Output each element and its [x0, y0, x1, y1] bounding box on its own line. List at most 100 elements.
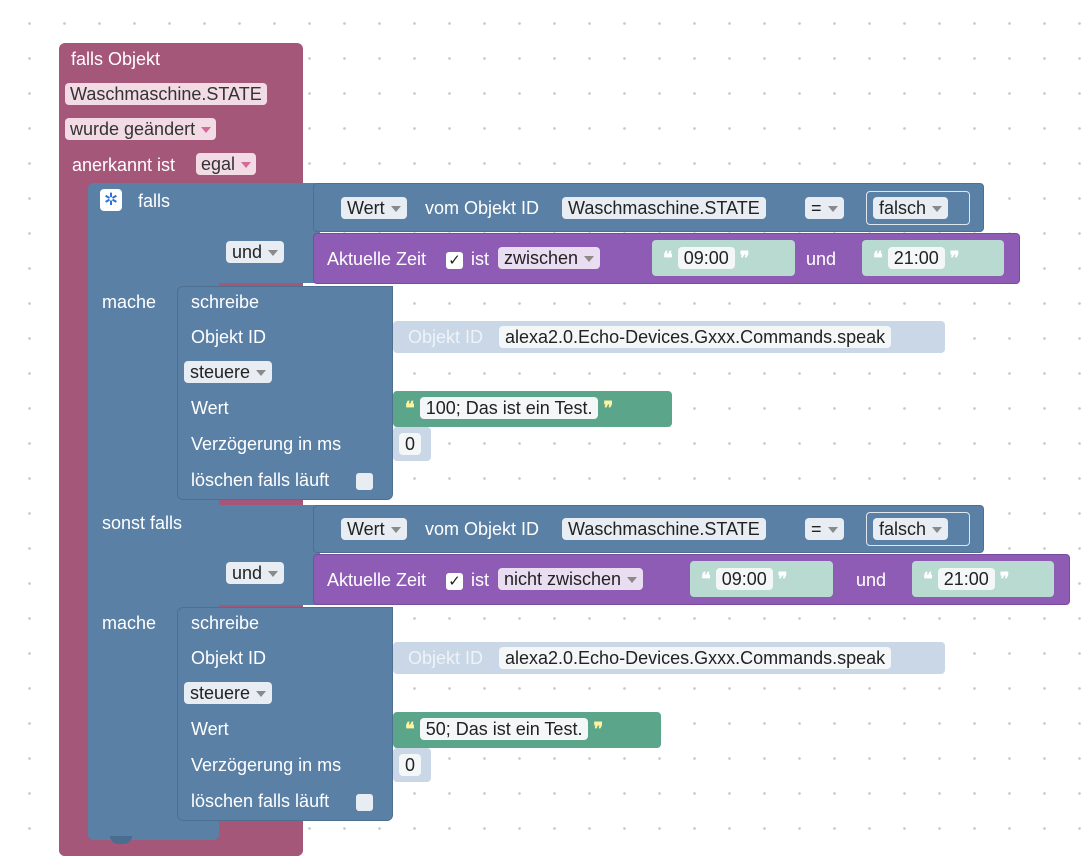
- time-mode-1: zwischen: [504, 248, 579, 268]
- write-title-1: schreibe: [191, 292, 260, 312]
- quote-close-icon: ❞: [739, 248, 750, 268]
- do-label-1: mache: [102, 292, 157, 312]
- time-from-1: ❝ 09:00 ❞: [663, 247, 749, 269]
- time-from-2: ❝ 09:00 ❞: [701, 568, 787, 590]
- quote-close-icon: ❞: [999, 569, 1010, 589]
- compare-operator-1: =: [811, 198, 822, 218]
- trigger-block-footer: [59, 841, 303, 856]
- chevron-down-icon: [256, 370, 267, 377]
- write-delay-value-1[interactable]: 0: [399, 433, 422, 455]
- write-value-text-2[interactable]: 50; Das ist ein Test.: [419, 718, 589, 740]
- trigger-ack-dropdown[interactable]: egal: [196, 153, 257, 175]
- write-mode-dropdown-1[interactable]: steuere: [184, 361, 273, 383]
- chevron-down-icon: [584, 256, 595, 263]
- write-objid-field-2[interactable]: alexa2.0.Echo-Devices.Gxxx.Commands.spea…: [499, 647, 892, 669]
- trigger-mode-dropdown[interactable]: wurde geändert: [65, 118, 217, 140]
- time-from-value-2[interactable]: 09:00: [715, 568, 773, 590]
- compare-object-field-1[interactable]: Waschmaschine.STATE: [562, 197, 766, 219]
- elseif-label: sonst falls: [102, 513, 183, 533]
- time-to-2: ❝ 21:00 ❞: [923, 568, 1009, 590]
- write-objid-value-2[interactable]: alexa2.0.Echo-Devices.Gxxx.Commands.spea…: [499, 647, 892, 669]
- quote-open-icon: ❝: [873, 248, 883, 268]
- compare-operator-dropdown-2[interactable]: =: [805, 518, 844, 540]
- compare-attr-dropdown-2[interactable]: Wert: [341, 518, 407, 540]
- quote-open-icon: ❝: [701, 569, 711, 589]
- write-delay-label-2: Verzögerung in ms: [191, 755, 342, 775]
- chevron-down-icon: [201, 127, 212, 134]
- compare-object-id-2[interactable]: Waschmaschine.STATE: [562, 518, 766, 540]
- time-label-1: Aktuelle Zeit: [327, 249, 427, 269]
- quote-open-icon: ❝: [405, 719, 415, 739]
- trigger-header: falls Objekt: [71, 49, 161, 69]
- write-title-2: schreibe: [191, 613, 260, 633]
- write-clear-checkbox-2[interactable]: [356, 791, 373, 812]
- elseif-header-row1: [200, 505, 320, 553]
- write-block-2[interactable]: [177, 607, 393, 821]
- gear-icon[interactable]: ✲: [100, 189, 122, 211]
- chevron-down-icon: [390, 206, 401, 213]
- compare-attr-2: Wert: [347, 519, 385, 539]
- write-delay-value-2[interactable]: 0: [399, 754, 422, 776]
- time-checkbox-1[interactable]: ✓: [446, 249, 463, 270]
- write-value-text-1[interactable]: 100; Das ist ein Test.: [419, 397, 599, 419]
- compare-object-id-1[interactable]: Waschmaschine.STATE: [562, 197, 766, 219]
- quote-close-icon: ❞: [593, 719, 604, 739]
- time-is-label-1: ist: [471, 249, 489, 269]
- chevron-down-icon: [256, 691, 267, 698]
- time-and-label-2: und: [856, 570, 887, 590]
- write-delay-label-1: Verzögerung in ms: [191, 434, 342, 454]
- do-label-2: mache: [102, 613, 157, 633]
- time-checkbox-2[interactable]: ✓: [446, 570, 463, 591]
- compare-operator-2: =: [811, 519, 822, 539]
- time-and-label-1: und: [806, 249, 837, 269]
- time-mode-dropdown-1[interactable]: zwischen: [498, 247, 601, 269]
- chevron-down-icon: [932, 527, 943, 534]
- write-value-2: ❝ 50; Das ist ein Test. ❞: [405, 718, 603, 740]
- quote-close-icon: ❞: [603, 398, 614, 418]
- write-mode-2: steuere: [190, 683, 251, 703]
- write-value-label-1: Wert: [191, 398, 229, 418]
- write-mode-dropdown-2[interactable]: steuere: [184, 682, 273, 704]
- and-dropdown-2[interactable]: und: [226, 562, 285, 584]
- chevron-down-icon: [627, 577, 638, 584]
- compare-operator-dropdown-1[interactable]: =: [805, 197, 844, 219]
- chevron-down-icon: [827, 527, 838, 534]
- time-from-value-1[interactable]: 09:00: [677, 247, 735, 269]
- write-clear-label-2: löschen falls läuft: [191, 791, 330, 811]
- checkmark-icon: ✓: [446, 251, 463, 269]
- compare-object-field-2[interactable]: Waschmaschine.STATE: [562, 518, 766, 540]
- time-to-1: ❝ 21:00 ❞: [873, 247, 959, 269]
- trigger-object-id[interactable]: Waschmaschine.STATE: [65, 83, 267, 105]
- trigger-object-field[interactable]: Waschmaschine.STATE: [65, 83, 267, 105]
- and-dropdown-1[interactable]: und: [226, 241, 285, 263]
- if-block-header-row1: [200, 183, 320, 231]
- quote-open-icon: ❝: [923, 569, 933, 589]
- chevron-down-icon: [827, 206, 838, 213]
- if-block-notch: [110, 836, 132, 844]
- compare-of-label-1: vom Objekt ID: [425, 198, 540, 218]
- time-mode-dropdown-2[interactable]: nicht zwischen: [498, 568, 644, 590]
- write-objid-placeholder-2: Objekt ID: [408, 648, 484, 668]
- write-delay-field-2[interactable]: 0: [399, 754, 422, 776]
- time-is-label-2: ist: [471, 570, 489, 590]
- trigger-ack-label: anerkannt ist: [72, 155, 176, 175]
- bool-value-2: falsch: [879, 519, 927, 539]
- time-to-value-2[interactable]: 21:00: [937, 568, 995, 590]
- quote-open-icon: ❝: [663, 248, 673, 268]
- write-block-1[interactable]: [177, 286, 393, 500]
- compare-attr-dropdown-1[interactable]: Wert: [341, 197, 407, 219]
- time-label-2: Aktuelle Zeit: [327, 570, 427, 590]
- write-objid-field-1[interactable]: alexa2.0.Echo-Devices.Gxxx.Commands.spea…: [499, 326, 892, 348]
- write-delay-field-1[interactable]: 0: [399, 433, 422, 455]
- compare-of-label-2: vom Objekt ID: [425, 519, 540, 539]
- bool-dropdown-1[interactable]: falsch: [873, 197, 949, 219]
- write-mode-1: steuere: [190, 362, 251, 382]
- chevron-down-icon: [241, 162, 252, 169]
- bool-dropdown-2[interactable]: falsch: [873, 518, 949, 540]
- trigger-ack-value: egal: [201, 154, 236, 174]
- write-clear-checkbox-1[interactable]: [356, 470, 373, 491]
- write-objid-label-2: Objekt ID: [191, 648, 267, 668]
- time-to-value-1[interactable]: 21:00: [887, 247, 945, 269]
- compare-attr-1: Wert: [347, 198, 385, 218]
- write-objid-value-1[interactable]: alexa2.0.Echo-Devices.Gxxx.Commands.spea…: [499, 326, 892, 348]
